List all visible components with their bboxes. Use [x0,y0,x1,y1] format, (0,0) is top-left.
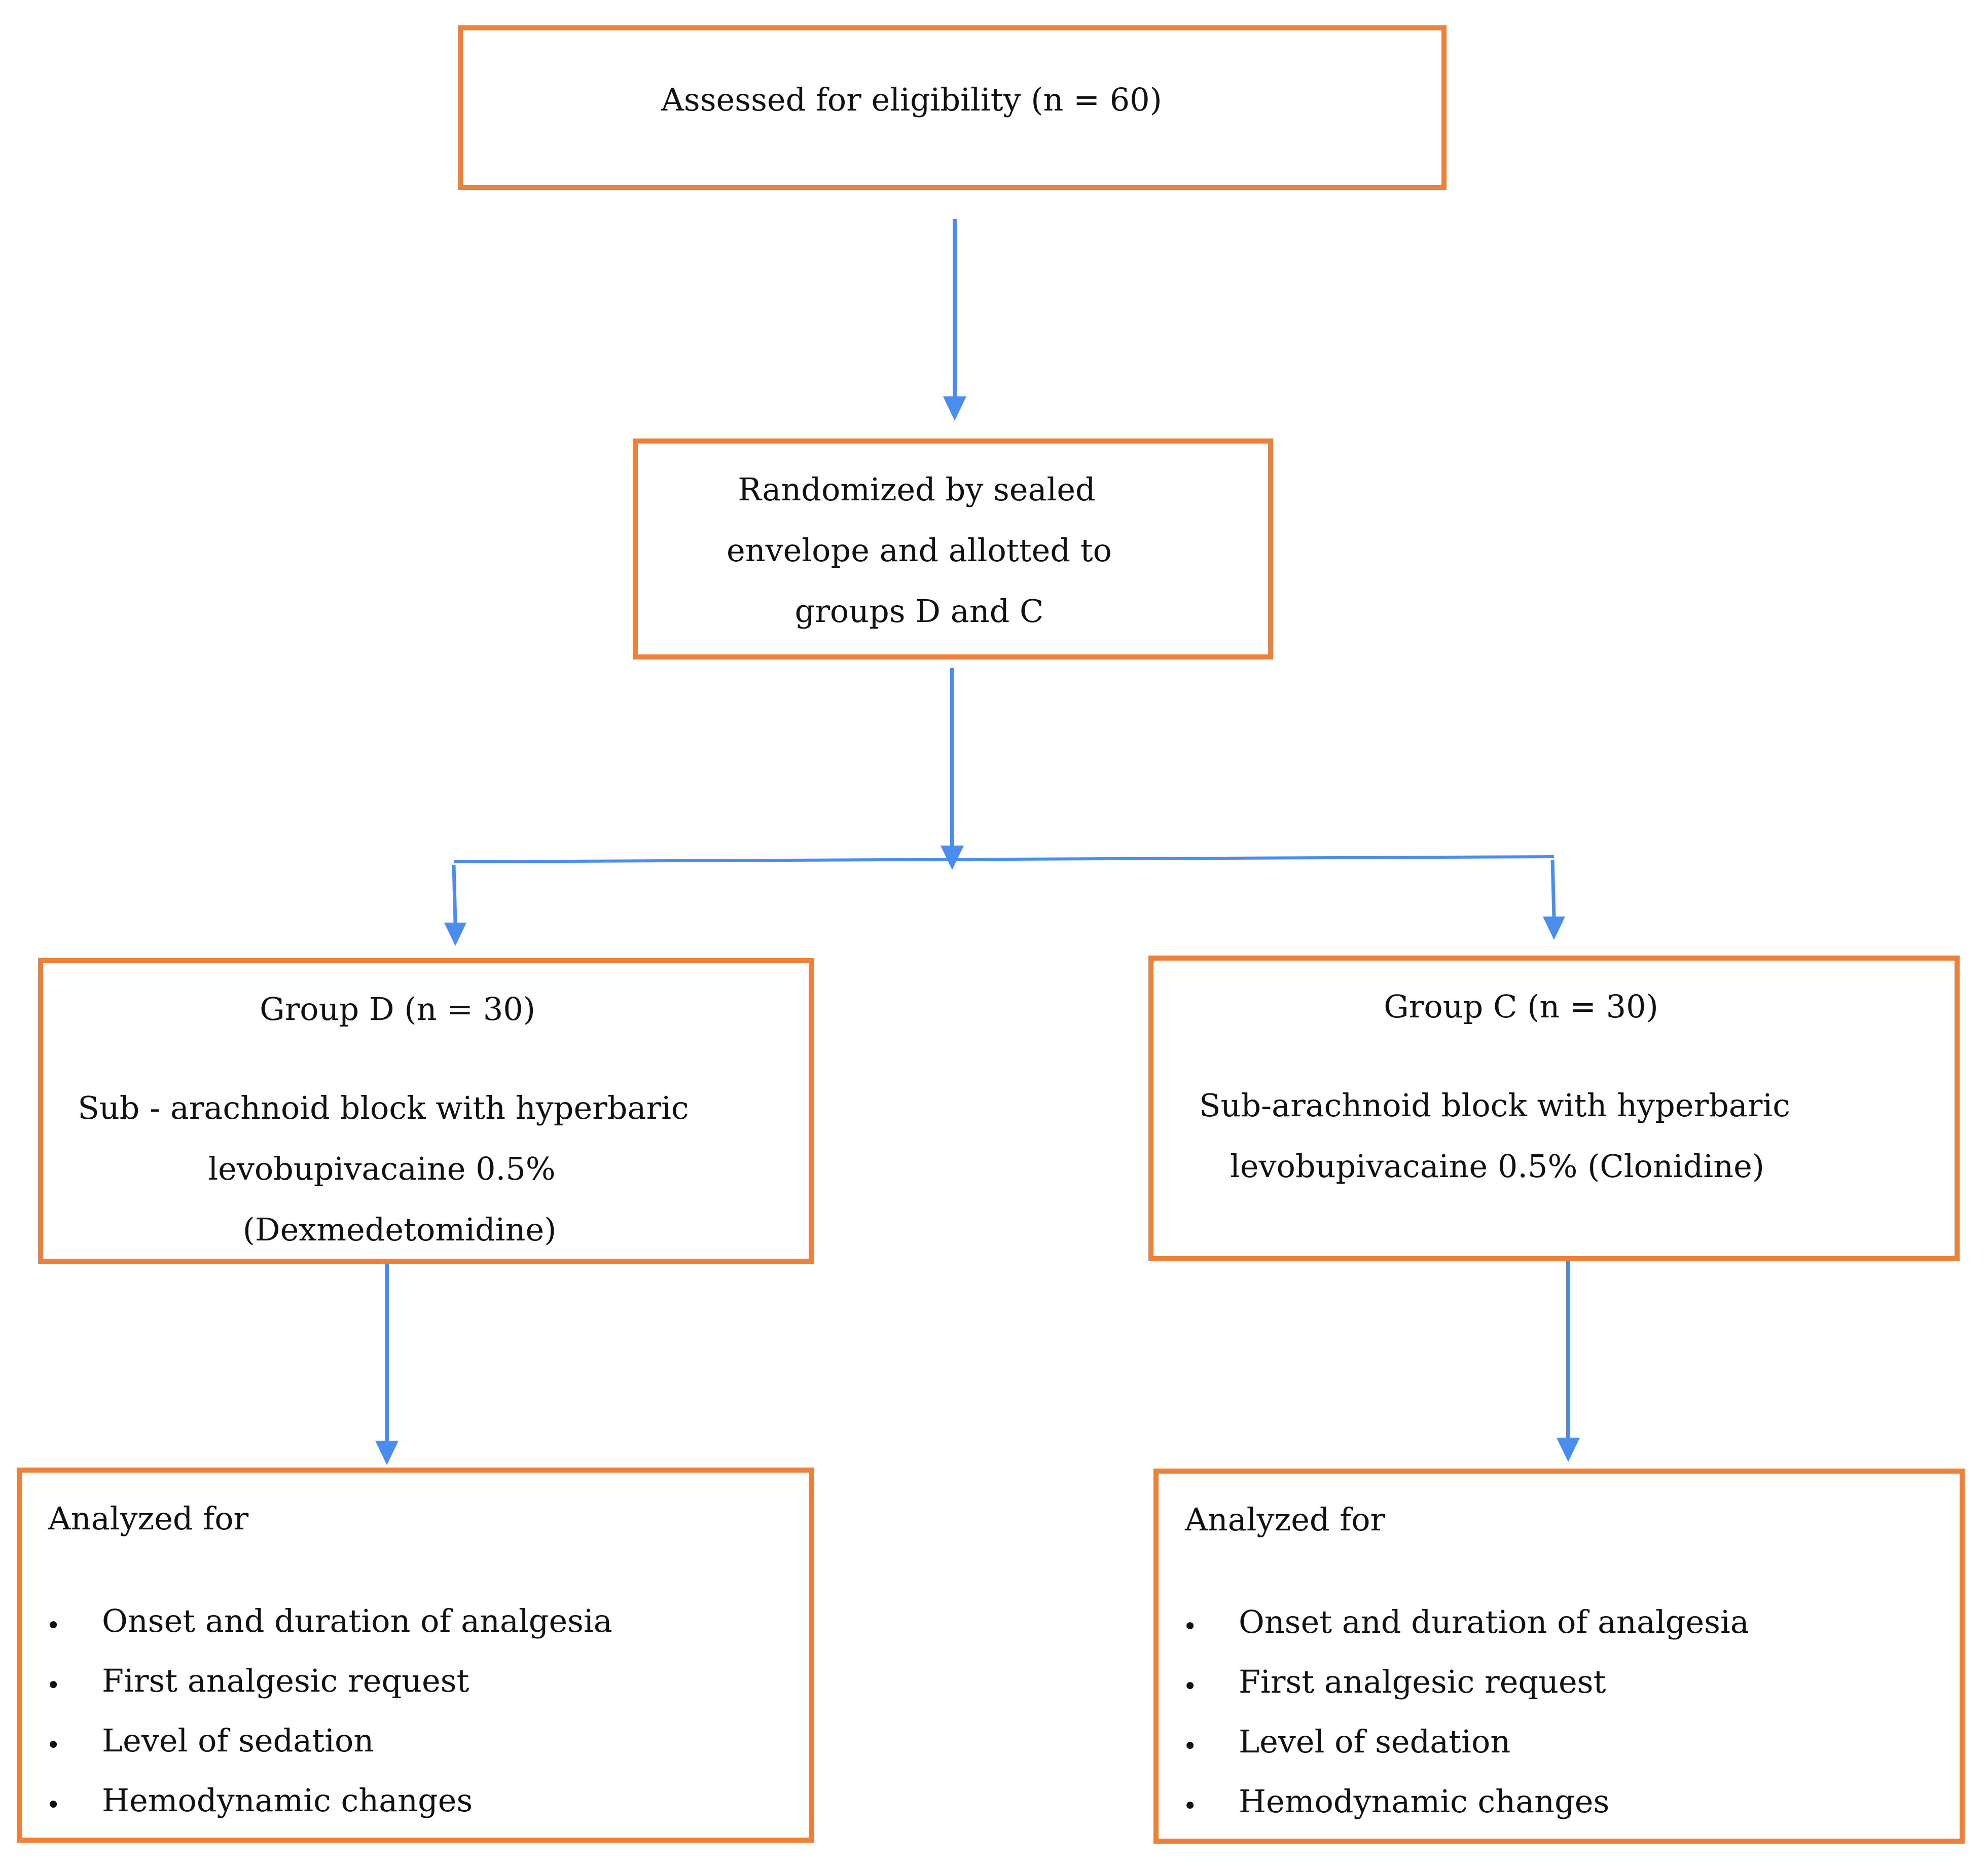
analysis-d-bullet: • [46,1731,61,1760]
arrowhead-group-d-to-analysis [375,1441,399,1465]
randomization-line-2: envelope and allotted to [727,532,1112,569]
analysis-d-box: Analyzed for • Onset and duration of ana… [17,1468,814,1843]
randomization-line-3: groups D and C [794,593,1044,630]
analysis-c-bullet: • [1183,1613,1198,1641]
eligibility-label: Assessed for eligibility (n = 60) [661,81,1162,118]
analysis-d-item: First analgesic request [102,1662,469,1699]
analysis-d-heading: Analyzed for [48,1500,249,1537]
analysis-d-bullet: • [46,1791,61,1819]
group-d-line-3: (Dexmedetomidine) [242,1211,557,1248]
analysis-c-heading: Analyzed for [1185,1501,1386,1538]
group-c-title: Group C (n = 30) [1384,988,1658,1025]
arrowhead-split-to-group-c [1543,917,1565,940]
analysis-c-item: Level of sedation [1239,1723,1511,1760]
group-d-line-1: Sub - arachnoid block with hyperbaric [78,1089,689,1126]
arrowhead-randomization-to-split [941,846,964,870]
analysis-c-item: Onset and duration of analgesia [1239,1603,1749,1640]
analysis-c-bullet: • [1183,1732,1198,1761]
analysis-d-bullet: • [46,1612,61,1640]
analysis-d-item: Onset and duration of analgesia [102,1602,612,1639]
split-line [453,855,1555,863]
analysis-c-box: Analyzed for • Onset and duration of ana… [1153,1469,1965,1844]
analysis-c-item: First analgesic request [1239,1663,1606,1700]
group-c-line-1: Sub-arachnoid block with hyperbaric [1199,1087,1790,1124]
eligibility-box: Assessed for eligibility (n = 60) [458,25,1447,190]
analysis-d-item: Hemodynamic changes [102,1782,473,1819]
arrowhead-eligibility-to-randomization [943,396,966,421]
group-c-box: Group C (n = 30) Sub-arachnoid block wit… [1148,956,1960,1261]
arrow-split-to-group-d [452,864,457,923]
analysis-d-item: Level of sedation [102,1722,374,1759]
arrowhead-split-to-group-d [444,923,466,946]
group-c-line-2: levobupivacaine 0.5% (Clonidine) [1230,1148,1764,1185]
group-d-line-2: levobupivacaine 0.5% [208,1150,556,1187]
analysis-c-bullet: • [1183,1672,1198,1701]
group-d-box: Group D (n = 30) Sub - arachnoid block w… [38,958,814,1264]
arrowhead-group-c-to-analysis [1557,1438,1580,1462]
analysis-d-bullet: • [46,1671,61,1700]
analysis-c-item: Hemodynamic changes [1239,1783,1610,1820]
randomization-line-1: Randomized by sealed [738,471,1096,508]
randomization-box: Randomized by sealed envelope and allott… [633,438,1273,660]
group-d-title: Group D (n = 30) [260,991,535,1028]
arrow-split-to-group-c [1550,859,1556,917]
analysis-c-bullet: • [1183,1792,1198,1820]
